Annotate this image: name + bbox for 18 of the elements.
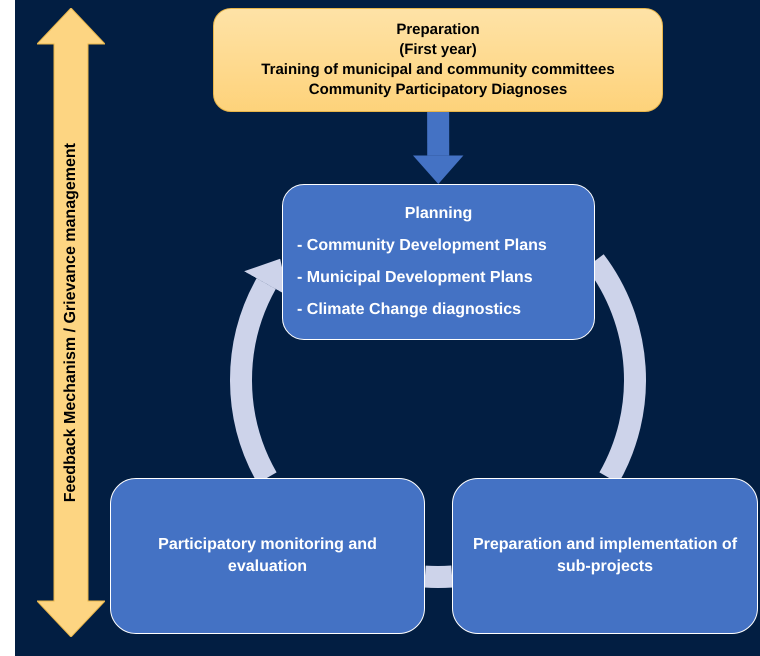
arrow — [412, 112, 464, 184]
arrow-label: Feedback Mechanism / Grievance management — [62, 142, 80, 502]
process-box — [452, 478, 758, 634]
box-text: Training of municipal and community committees — [261, 60, 615, 80]
box-text: (First year) — [399, 40, 477, 60]
list-item: - Municipal Development Plans — [297, 268, 533, 288]
list-item: - Community Development Plans — [297, 236, 547, 256]
process-box — [213, 8, 663, 112]
list-item: - Climate Change diagnostics — [297, 300, 522, 320]
double-arrow — [37, 8, 105, 637]
process-box — [282, 184, 595, 340]
box-heading: Planning — [404, 204, 472, 224]
box-text: Participatory monitoring and evaluation — [157, 535, 378, 577]
connector — [424, 566, 453, 588]
box-text: Community Participatory Diagnoses — [308, 80, 568, 100]
box-text: Preparation and implementation of sub-projects — [472, 535, 738, 577]
process-box — [110, 478, 425, 634]
box-text: Preparation — [396, 20, 480, 40]
